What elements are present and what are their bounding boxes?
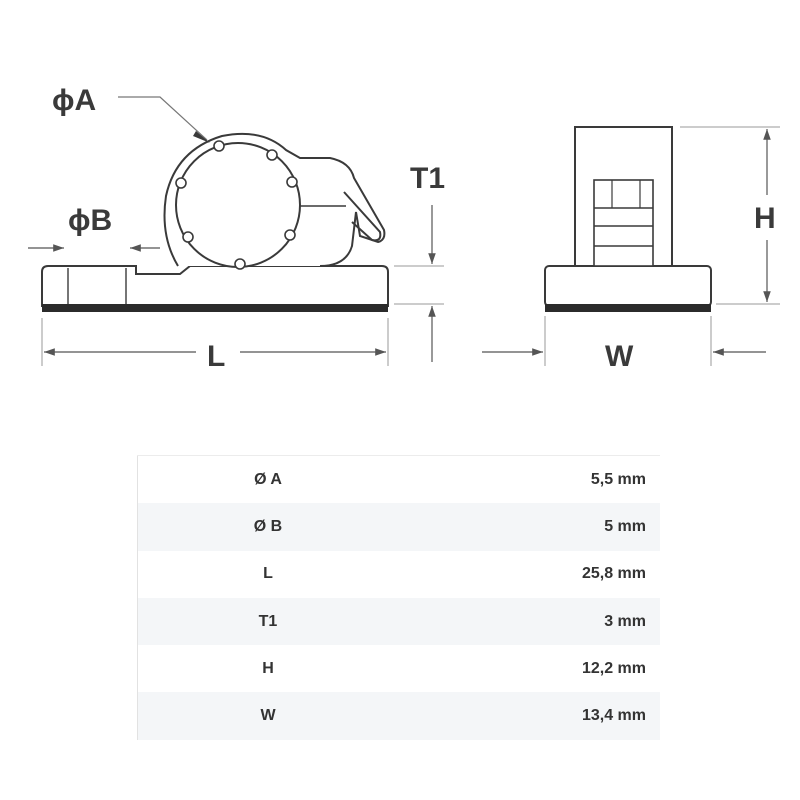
table-row: W 13,4 mm [137, 692, 660, 740]
l-label: L [207, 340, 225, 373]
side-base-plate [41, 265, 389, 307]
front-base-strip [545, 304, 711, 312]
table-row: Ø A 5,5 mm [138, 456, 661, 504]
spec-table: Ø A 5,5 mm Ø B 5 mm L 25,8 mm T1 3 mm H … [137, 455, 660, 740]
clip-inner-ring [175, 142, 301, 268]
phi-b-dimension: ϕB [28, 204, 160, 252]
technical-drawing: ϕA ϕB T1 L H [28, 84, 780, 373]
param-cell: T1 [137, 597, 398, 646]
h-label: H [754, 202, 776, 235]
w-label: W [605, 340, 634, 373]
h-dimension: H [680, 126, 780, 305]
param-cell: W [137, 692, 398, 740]
t1-label: T1 [410, 162, 445, 195]
table-row: H 12,2 mm [138, 645, 661, 692]
param-cell: H [262, 659, 274, 677]
value-cell: 13,4 mm [398, 692, 660, 740]
value-cell: 12,2 mm [581, 659, 646, 677]
side-view [41, 132, 389, 312]
param-cell: Ø B [137, 503, 398, 551]
clip-grip-bumps [175, 140, 298, 270]
phi-a-label: ϕA [52, 84, 96, 117]
param-cell: Ø A [254, 470, 282, 488]
table-row: T1 3 mm [137, 597, 660, 646]
front-base-plate [544, 265, 712, 307]
param-cell: L [263, 565, 273, 583]
w-dimension: W [482, 316, 766, 373]
phi-b-label: ϕB [68, 204, 112, 237]
l-dimension: L [41, 318, 389, 373]
value-cell: 5,5 mm [590, 470, 646, 488]
phi-a-dimension: ϕA [52, 84, 210, 143]
front-latch [593, 179, 654, 267]
t1-dimension: T1 [394, 162, 445, 362]
value-cell: 5 mm [398, 503, 660, 551]
value-cell: 3 mm [398, 597, 660, 646]
clip-latch [343, 191, 382, 242]
side-base-strip [42, 304, 388, 312]
value-cell: 25,8 mm [581, 565, 646, 583]
table-row: L 25,8 mm [138, 551, 661, 598]
front-view [544, 126, 712, 312]
table-row: Ø B 5 mm [137, 503, 660, 551]
